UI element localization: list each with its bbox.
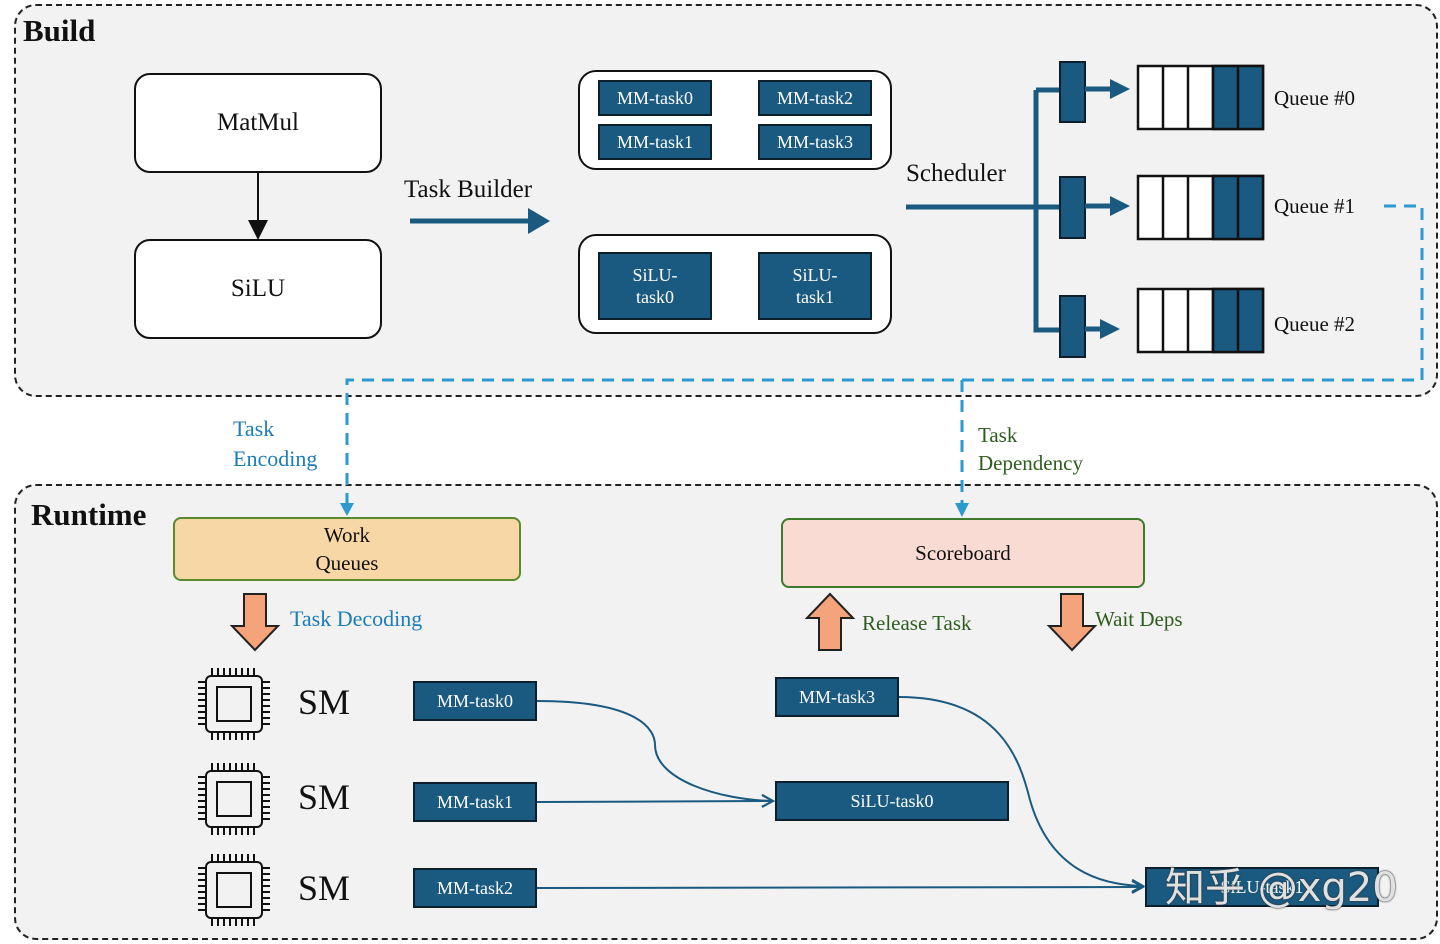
build-mm-task2: MM-task2 xyxy=(758,80,872,116)
scheduler-label: Scheduler xyxy=(906,160,1006,187)
queue-1 xyxy=(1136,174,1265,241)
queue-1-label: Queue #1 xyxy=(1274,194,1356,218)
task-encoding-arrowhead xyxy=(340,503,354,516)
queue-0 xyxy=(1136,64,1265,131)
scoreboard-label: Scoreboard xyxy=(915,540,1011,565)
sm-label-2: SM xyxy=(298,868,351,908)
task-builder-arrow xyxy=(410,208,550,234)
task-builder-label: Task Builder xyxy=(404,176,533,203)
queue-1-buffer xyxy=(1059,176,1086,239)
build-silu-task1: SiLU- task1 xyxy=(758,252,872,320)
runtime-mm-task3: MM-task3 xyxy=(775,677,899,717)
chip-icon xyxy=(198,763,270,835)
silu-label: SiLU xyxy=(230,275,286,302)
task-dependency-label: Task Dependency xyxy=(978,423,1083,475)
silu-node: SiLU xyxy=(134,239,382,339)
wait-deps-label: Wait Deps xyxy=(1095,607,1183,631)
wait-deps-arrow xyxy=(1046,593,1098,652)
queue-2 xyxy=(1136,287,1265,354)
queue-2-buffer xyxy=(1059,295,1086,358)
dependency-curves xyxy=(536,696,1143,888)
task-decoding-label: Task Decoding xyxy=(290,606,423,631)
build-mm-task1: MM-task1 xyxy=(598,124,712,160)
work-queues-label: Work Queues xyxy=(315,523,379,575)
build-mm-task3: MM-task3 xyxy=(758,124,872,160)
build-mm-task0: MM-task0 xyxy=(598,80,712,116)
build-silu-task0: SiLU- task0 xyxy=(598,252,712,320)
matmul-node: MatMul xyxy=(134,73,382,173)
queue-2-label: Queue #2 xyxy=(1274,312,1356,336)
release-task-arrow xyxy=(804,592,856,651)
task-dependency-arrowhead xyxy=(955,503,969,517)
scheduler-tree xyxy=(906,87,1060,333)
sm-label-0: SM xyxy=(298,682,351,722)
chip-icon xyxy=(198,854,270,926)
task-encoding-label: Task Encoding xyxy=(233,416,318,471)
task-decoding-arrow xyxy=(229,593,281,652)
matmul-label: MatMul xyxy=(217,109,299,136)
queue-arrows xyxy=(1085,79,1130,339)
work-queues-box: Work Queues xyxy=(173,517,521,581)
scoreboard-box: Scoreboard xyxy=(781,518,1145,588)
runtime-silu-task0: SiLU-task0 xyxy=(775,781,1009,821)
runtime-mm-task1: MM-task1 xyxy=(413,782,537,822)
queue-0-buffer xyxy=(1059,61,1086,123)
release-task-label: Release Task xyxy=(862,611,972,635)
queue-0-label: Queue #0 xyxy=(1274,86,1356,110)
build-title: Build xyxy=(23,13,96,48)
runtime-silu-task1: SiLU-task1 xyxy=(1145,867,1379,907)
dashed-links xyxy=(345,204,1424,508)
runtime-mm-task2: MM-task2 xyxy=(413,868,537,908)
runtime-title: Runtime xyxy=(31,497,147,532)
runtime-mm-task0: MM-task0 xyxy=(413,681,537,721)
sm-label-1: SM xyxy=(298,777,351,817)
chip-icon xyxy=(198,668,270,740)
watermark: 知乎 @xg20 xyxy=(1165,865,1398,911)
